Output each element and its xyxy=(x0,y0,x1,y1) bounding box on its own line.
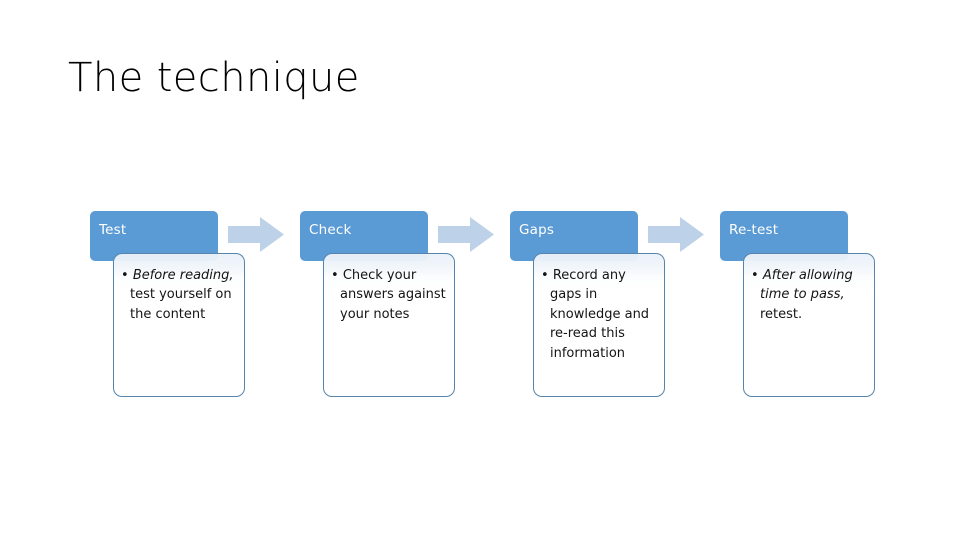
step-header-1[interactable]: Test xyxy=(90,211,218,261)
step-card-text-3: • Record any gaps in knowledge and re-re… xyxy=(541,266,660,363)
step-card-text-2: • Check your answers against your notes xyxy=(331,266,450,324)
process-step-2[interactable]: Check • Check your answers against your … xyxy=(300,211,490,401)
arrow-gaps-to-retest-icon xyxy=(648,217,704,252)
step-header-label-4: Re-test xyxy=(729,222,779,238)
step-card-plain-4: retest. xyxy=(760,306,803,322)
step-header-label-3: Gaps xyxy=(519,222,555,238)
bullet-icon-2: • xyxy=(331,268,343,283)
page-title: The technique xyxy=(68,55,360,101)
step-header-label-2: Check xyxy=(309,222,352,238)
step-card-1[interactable]: • Before reading, test yourself on the c… xyxy=(113,253,245,397)
process-step-3[interactable]: Gaps • Record any gaps in knowledge and … xyxy=(510,211,700,401)
step-card-3[interactable]: • Record any gaps in knowledge and re-re… xyxy=(533,253,665,397)
step-card-plain-2: Check your answers against your notes xyxy=(340,268,446,322)
bullet-icon-3: • xyxy=(541,268,553,283)
step-card-plain-1: test yourself on the content xyxy=(130,287,232,322)
step-card-plain-3: Record any gaps in knowledge and re-read… xyxy=(550,268,650,361)
step-header-2[interactable]: Check xyxy=(300,211,428,261)
process-step-1[interactable]: Test • Before reading, test yourself on … xyxy=(90,211,280,401)
step-header-4[interactable]: Re-test xyxy=(720,211,848,261)
step-card-italic-4: After allowing time to pass, xyxy=(760,268,853,303)
bullet-icon-4: • xyxy=(751,268,763,283)
step-header-3[interactable]: Gaps xyxy=(510,211,638,261)
step-card-text-4: • After allowing time to pass, retest. xyxy=(751,266,870,324)
step-card-4[interactable]: • After allowing time to pass, retest. xyxy=(743,253,875,397)
step-header-label-1: Test xyxy=(99,222,127,238)
bullet-icon-1: • xyxy=(121,268,133,283)
step-card-2[interactable]: • Check your answers against your notes xyxy=(323,253,455,397)
step-card-italic-1: Before reading, xyxy=(132,268,234,283)
step-card-text-1: • Before reading, test yourself on the c… xyxy=(121,266,240,324)
process-step-4[interactable]: Re-test • After allowing time to pass, r… xyxy=(720,211,910,401)
arrow-test-to-check-icon xyxy=(228,217,284,252)
arrow-check-to-gaps-icon xyxy=(438,217,494,252)
